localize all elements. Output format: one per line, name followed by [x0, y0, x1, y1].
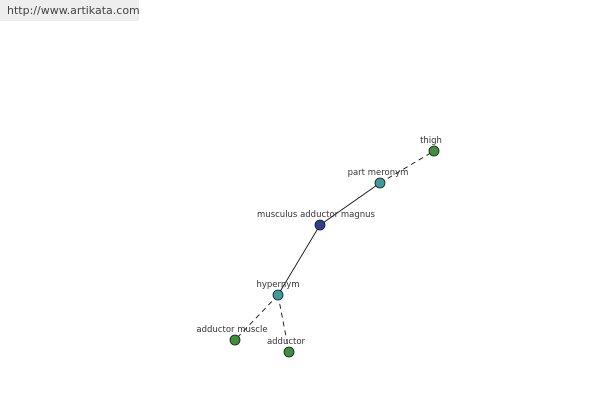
node-label-adductor-muscle: adductor muscle	[196, 325, 267, 335]
edges-layer	[234, 150, 435, 353]
node-adductor-muscle[interactable]: adductor muscle	[196, 325, 268, 346]
node-center[interactable]: musculus adductor magnus	[257, 210, 376, 231]
edge-hypernym-to-adductor-muscle	[234, 294, 279, 341]
node-label-adductor: adductor	[267, 337, 306, 347]
node-marker-thigh[interactable]	[428, 145, 440, 157]
node-marker-adductor[interactable]	[283, 346, 295, 358]
node-label-hypernym: hypernym	[256, 280, 299, 290]
node-adductor[interactable]: adductor	[267, 337, 306, 358]
nodes-layer: musculus adductor magnus hypernym part mer…	[196, 136, 442, 358]
node-hypernym[interactable]: hypernym	[256, 280, 300, 301]
node-marker-part-meronym[interactable]	[374, 177, 386, 189]
edge-part-meronym-to-thigh	[379, 150, 435, 184]
edge-center-to-part-meronym	[319, 182, 381, 226]
node-label-part-meronym: part meronym	[348, 168, 409, 178]
node-marker-center[interactable]	[314, 219, 326, 231]
edge-center-to-hypernym	[277, 224, 321, 296]
node-label-center: musculus adductor magnus	[257, 210, 375, 220]
edge-hypernym-to-adductor	[277, 294, 290, 353]
source-url-banner[interactable]: http://www.artikata.com	[0, 0, 140, 21]
node-marker-hypernym[interactable]	[272, 289, 284, 301]
node-label-thigh: thigh	[420, 136, 442, 146]
node-thigh[interactable]: thigh	[420, 136, 442, 157]
node-marker-adductor-muscle[interactable]	[229, 334, 241, 346]
node-part-meronym[interactable]: part meronym	[348, 168, 409, 189]
